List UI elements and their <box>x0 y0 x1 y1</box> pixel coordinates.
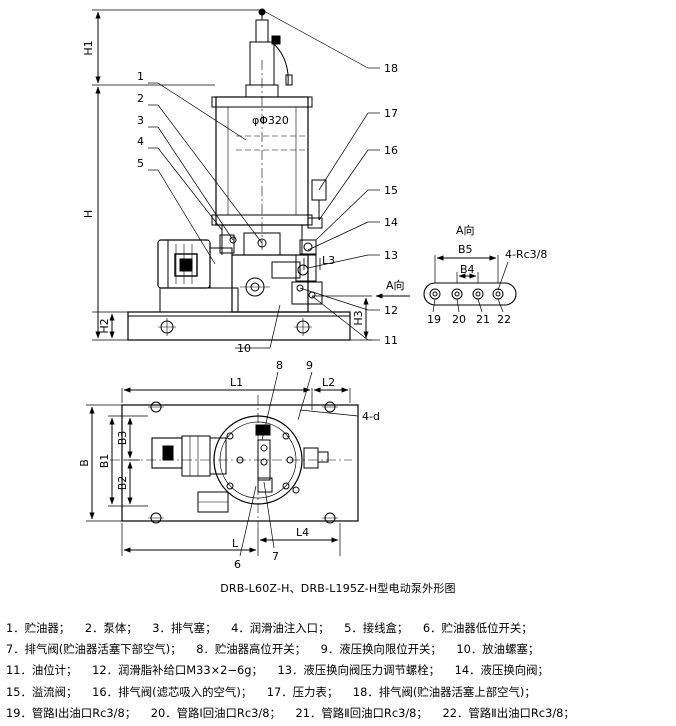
legend-item: 1．贮油器； <box>6 621 71 635</box>
dim-l4: L4 <box>296 526 309 539</box>
holes-label: 4-d <box>362 410 380 423</box>
legend-item: 15．溢流阀； <box>6 684 78 699</box>
legend-item: 21．管路Ⅱ回油口Rc3/8； <box>295 705 428 720</box>
callout-8: 8 <box>276 359 283 372</box>
legend-item: 17．压力表； <box>266 684 339 699</box>
legend-row: 7．排气阀(贮油器活塞下部空气)； 8．贮油器高位开关； 9．液压换向限位开关；… <box>6 639 672 660</box>
dim-h: H <box>82 210 95 218</box>
port-20: 20 <box>452 313 466 326</box>
callout-16: 16 <box>384 144 398 157</box>
legend-item: 19．管路Ⅰ出油口Rc3/8； <box>6 705 137 720</box>
callout-6: 6 <box>234 558 241 571</box>
legend-row: 19．管路Ⅰ出油口Rc3/8； 20．管路Ⅰ回油口Rc3/8； 21．管路Ⅱ回油… <box>6 703 672 724</box>
callout-15: 15 <box>384 184 398 197</box>
legend-row: 11．油位计； 12．润滑脂补给口M33×2−6g； 13．液压换向阀压力调节螺… <box>6 660 672 681</box>
legend-item: 9．液压换向限位开关； <box>320 642 442 657</box>
plan-view <box>86 371 359 557</box>
callout-12: 12 <box>384 304 398 317</box>
legend-item: 11．油位计； <box>6 663 78 678</box>
dim-b3: B3 <box>116 431 129 446</box>
callout-5: 5 <box>137 157 144 170</box>
callout-7: 7 <box>272 550 279 563</box>
callout-14: 14 <box>384 216 398 229</box>
legend-item: 5．接线盒； <box>344 621 409 635</box>
dim-b2: B2 <box>116 476 129 491</box>
port-19: 19 <box>427 313 441 326</box>
port-21: 21 <box>476 313 490 326</box>
callout-9: 9 <box>306 359 313 372</box>
legend-item: 20．管路Ⅰ回油口Rc3/8； <box>150 705 281 720</box>
figure-caption: DRB-L60Z-H、DRB-L195Z-H型电动泵外形图 <box>220 582 456 595</box>
callout-4: 4 <box>137 135 144 148</box>
callout-2: 2 <box>137 92 144 105</box>
thread-label: 4-Rc3/8 <box>505 248 547 261</box>
dim-b1: B1 <box>98 454 111 469</box>
legend-item: 14．液压换向阀； <box>454 663 549 678</box>
callout-1: 1 <box>137 70 144 83</box>
outline-drawing: H1 H H2 H3 L3 φΦ320 A向 1 2 3 4 5 10 11 1… <box>78 8 547 571</box>
legend-item: 2．泵体； <box>84 621 138 635</box>
callout-10: 10 <box>237 342 251 355</box>
dim-b5: B5 <box>458 243 473 256</box>
dim-b: B <box>78 459 91 467</box>
legend-row: 1．贮油器； 2．泵体； 3．排气塞； 4．润滑油注入口； 5．接线盒； 6．贮… <box>6 618 672 639</box>
callout-11: 11 <box>384 334 398 347</box>
legend-item: 3．排气塞； <box>152 621 217 635</box>
side-view <box>92 8 410 349</box>
dim-b4: B4 <box>460 263 475 276</box>
dim-h3: H3 <box>352 310 365 325</box>
dim-h2: H2 <box>98 318 111 333</box>
dim-l2: L2 <box>322 376 335 389</box>
port-view-title: A向 <box>456 223 475 237</box>
callout-18: 18 <box>384 62 398 75</box>
port-view <box>423 255 517 313</box>
legend-row: 15．溢流阀； 16．排气阀(滤芯吸入的空气)； 17．压力表； 18．排气阀(… <box>6 682 672 703</box>
dim-l: L <box>232 537 239 550</box>
legend-item: 22．管路Ⅱ出油口Rc3/8； <box>442 705 575 720</box>
legend-item: 6．贮油器低位开关； <box>422 621 533 635</box>
legend-item: 16．排气阀(滤芯吸入的空气)； <box>92 684 253 699</box>
legend-item: 4．润滑油注入口； <box>231 621 330 635</box>
dim-l3: L3 <box>322 254 335 267</box>
dim-l1: L1 <box>230 376 243 389</box>
callout-17: 17 <box>384 107 398 120</box>
callout-3: 3 <box>137 114 144 127</box>
legend-item: 18．排气阀(贮油器活塞上部空气)； <box>352 684 536 699</box>
legend-item: 8．贮油器高位开关； <box>196 642 306 657</box>
dim-h1: H1 <box>82 40 95 55</box>
port-22: 22 <box>497 313 511 326</box>
legend-item: 10．放油螺塞； <box>456 642 540 657</box>
legend-item: 7．排气阀(贮油器活塞下部空气)； <box>6 642 182 657</box>
callout-13: 13 <box>384 249 398 262</box>
legend-item: 12．润滑脂补给口M33×2−6g； <box>92 663 263 678</box>
parts-legend: 1．贮油器； 2．泵体； 3．排气塞； 4．润滑油注入口； 5．接线盒； 6．贮… <box>6 618 672 724</box>
diameter-label: φΦ320 <box>252 114 289 127</box>
a-direction-label: A向 <box>386 278 405 292</box>
legend-item: 13．液压换向阀压力调节螺栓； <box>277 663 441 678</box>
